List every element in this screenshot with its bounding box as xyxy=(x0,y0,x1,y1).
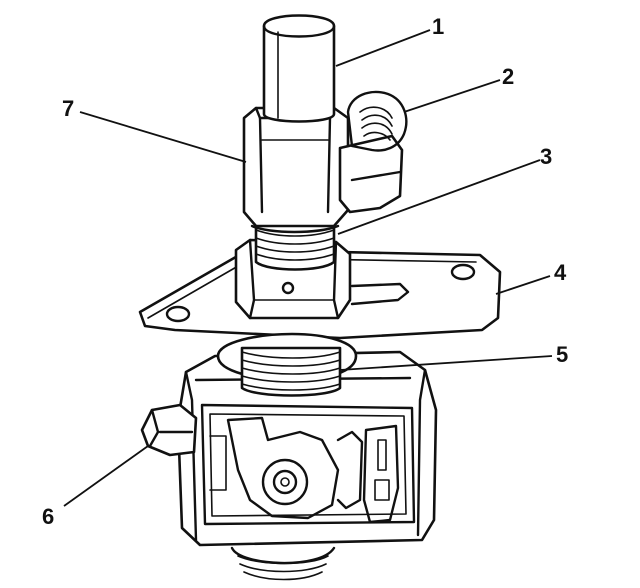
electrical-connector xyxy=(338,90,408,214)
callout-7: 7 xyxy=(62,96,74,121)
callout-4: 4 xyxy=(554,260,567,285)
callout-labels: 1 2 3 4 5 6 7 xyxy=(42,14,568,529)
leader-line-7 xyxy=(79,111,247,163)
leader-line-4 xyxy=(495,275,551,295)
sensor-hex-body xyxy=(242,106,350,228)
callout-6: 6 xyxy=(42,504,54,529)
callout-3: 3 xyxy=(540,144,552,169)
leader-line-3 xyxy=(337,159,541,235)
callout-5: 5 xyxy=(556,342,568,367)
leader-line-1 xyxy=(335,29,431,67)
sensor-top-cap xyxy=(262,14,336,123)
leader-line-5 xyxy=(339,355,553,371)
lower-housing xyxy=(140,350,438,581)
leader-line-2 xyxy=(403,79,501,113)
leader-line-6 xyxy=(63,445,149,507)
leader-lines xyxy=(63,29,553,507)
threaded-neck xyxy=(250,218,340,271)
washer-and-thread xyxy=(216,332,358,397)
callout-1: 1 xyxy=(432,14,444,39)
callout-2: 2 xyxy=(502,64,514,89)
